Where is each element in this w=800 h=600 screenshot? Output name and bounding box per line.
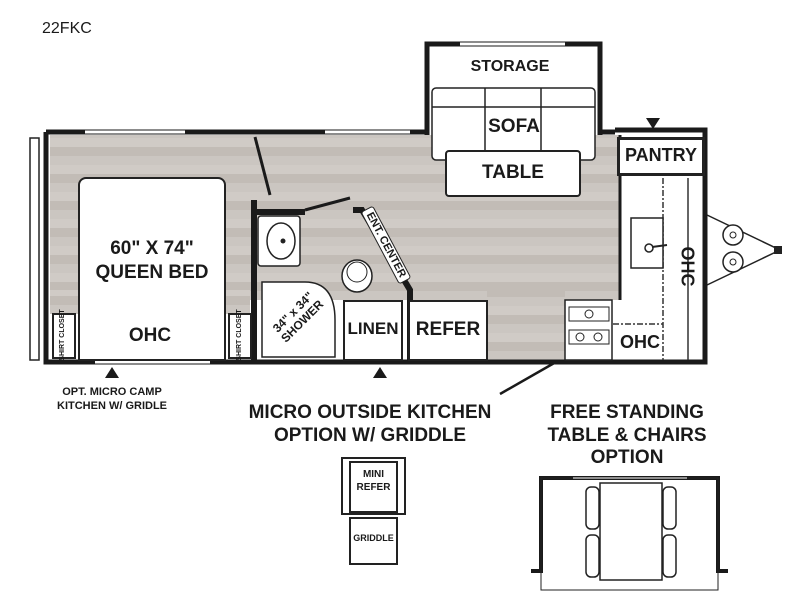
storage-label: STORAGE (470, 58, 550, 75)
micro-camp-line2: KITCHEN W/ GRIDLE (57, 400, 167, 412)
bed-type-label: QUEEN BED (95, 262, 209, 283)
refrigerator (408, 300, 488, 361)
shirt-closet-left-label: SHIRT CLOSET (59, 309, 66, 361)
model-title: 22FKC (42, 20, 92, 37)
floor-aisle (487, 290, 565, 360)
hitch-icon (706, 214, 782, 286)
outside-kitchen-line2: OPTION W/ GRIDDLE (273, 425, 467, 446)
toilet-icon (341, 259, 373, 293)
shirt-closet-left (52, 313, 76, 359)
bed-size-label: 60" X 74" (110, 238, 194, 259)
refer-label: REFER (415, 319, 481, 340)
shirt-closet-right-label: SHIRT CLOSET (236, 309, 243, 361)
micro-camp-line1: OPT. MICRO CAMP (62, 386, 162, 398)
outside-kitchen-line1: MICRO OUTSIDE KITCHEN (248, 402, 492, 423)
mini-refer-line2: REFER (356, 482, 391, 493)
free-standing-line1: FREE STANDING (550, 402, 704, 423)
stove-ohc-label: OHC (620, 332, 660, 352)
sofa-label: SOFA (488, 116, 540, 137)
griddle-label: GRIDDLE (353, 533, 394, 543)
linen-label: LINEN (347, 319, 399, 338)
linen-cabinet (343, 300, 403, 361)
mini-refer-line1: MINI (362, 469, 385, 480)
table-label: TABLE (482, 162, 544, 183)
shirt-closet-right (228, 313, 252, 359)
kitchen-ohc-label: OHC (677, 246, 698, 287)
free-standing-line2: TABLE & CHAIRS (547, 425, 707, 446)
pantry-label: PANTRY (625, 145, 697, 165)
pantry (617, 137, 705, 176)
bed-ohc-label: OHC (128, 325, 172, 346)
table (445, 150, 581, 197)
free-standing-line3: OPTION (590, 447, 664, 468)
queen-bed (78, 177, 226, 361)
